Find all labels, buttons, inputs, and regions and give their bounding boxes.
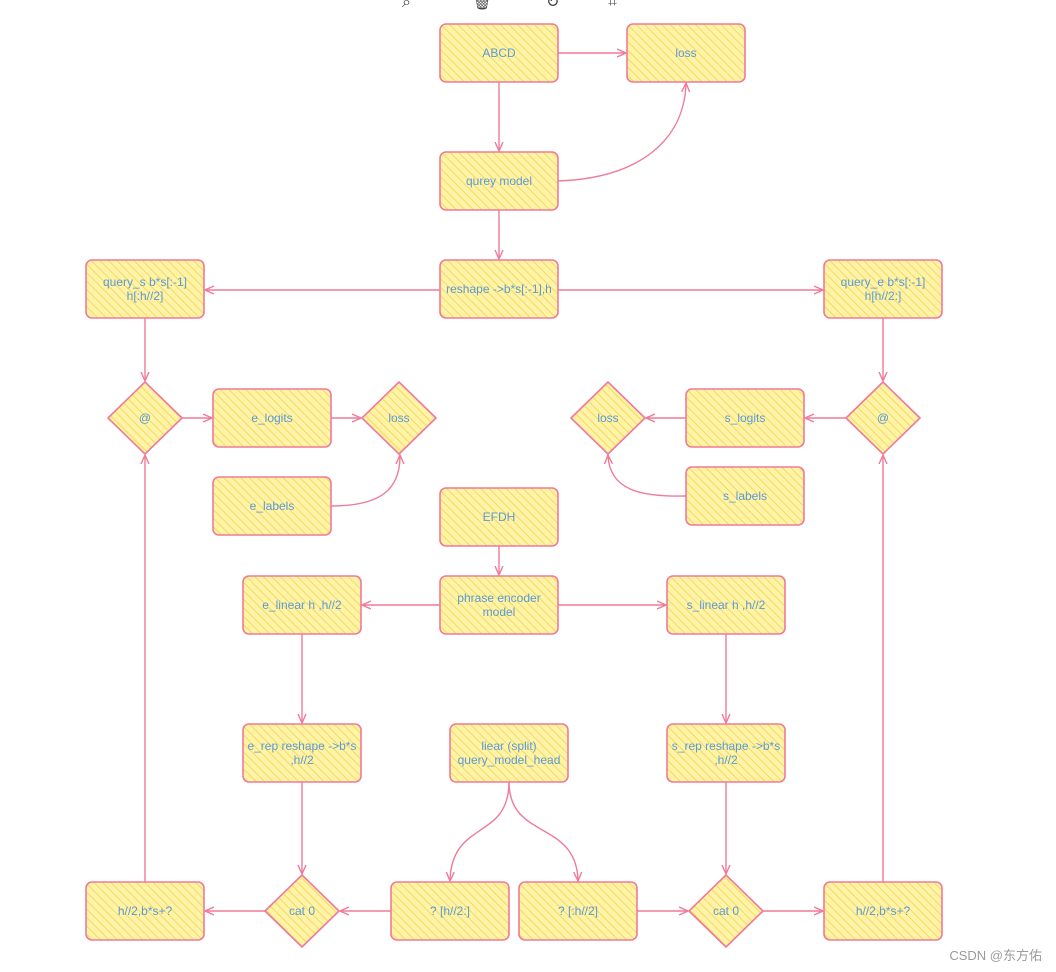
- node-e-logits[interactable]: e_logits: [212, 388, 332, 448]
- node-label: loss: [675, 46, 696, 60]
- node-out-right[interactable]: h//2,b*s+?: [823, 881, 943, 941]
- node-box: [439, 575, 559, 635]
- zoom-icon[interactable]: ⌕: [402, 0, 411, 11]
- node-box: [85, 881, 205, 941]
- node-label: ? [:h//2]: [558, 904, 598, 918]
- node-out-left[interactable]: h//2,b*s+?: [85, 881, 205, 941]
- image-toolbar: ⌕ 🗑 ↻ ⌗: [0, 0, 1056, 14]
- node-box: [685, 466, 805, 526]
- node-label: cat 0: [289, 904, 315, 918]
- node-box: [666, 723, 786, 783]
- node-label: query_e b*s[:-1]h[h//2:]: [841, 275, 926, 303]
- node-reshape[interactable]: reshape ->b*s[:-1],h: [439, 259, 559, 319]
- node-label: EFDH: [483, 510, 516, 524]
- node-label: query_s b*s[:-1]h[:h//2]: [103, 275, 187, 303]
- node-label: h//2,b*s+?: [856, 904, 911, 918]
- node-q-h2-start[interactable]: ? [:h//2]: [518, 881, 638, 941]
- node-label: s_labels: [723, 489, 767, 503]
- node-box: [626, 23, 746, 83]
- node-s-rep[interactable]: s_rep reshape ->b*s,h//2: [666, 723, 786, 783]
- node-label: liear (split)query_model_head: [458, 739, 561, 767]
- node-abcd[interactable]: ABCD: [439, 23, 559, 83]
- node-matmul-right[interactable]: @: [845, 381, 921, 455]
- node-diamond: [570, 381, 646, 455]
- node-query-e[interactable]: query_e b*s[:-1]h[h//2:]: [823, 259, 943, 319]
- node-box: [85, 259, 205, 319]
- node-efdh[interactable]: EFDH: [439, 487, 559, 547]
- node-label: e_rep reshape ->b*s,h//2: [247, 739, 356, 767]
- node-cat-left[interactable]: cat 0: [264, 874, 340, 948]
- node-cat-right[interactable]: cat 0: [688, 874, 764, 948]
- edge-s-labels-to-loss: [608, 456, 687, 497]
- node-label: reshape ->b*s[:-1],h: [446, 282, 552, 296]
- node-label: h//2,b*s+?: [118, 904, 173, 918]
- node-label: e_logits: [251, 411, 292, 425]
- node-s-labels[interactable]: s_labels: [685, 466, 805, 526]
- edges: [145, 53, 883, 911]
- node-label: loss: [388, 411, 409, 425]
- node-box: [518, 881, 638, 941]
- node-label: loss: [597, 411, 618, 425]
- edge-qurey-to-loss: [557, 84, 686, 182]
- node-query-s[interactable]: query_s b*s[:-1]h[:h//2]: [85, 259, 205, 319]
- edge-split-to-start: [508, 781, 578, 880]
- edge-split-to-end: [450, 781, 510, 880]
- rotate-icon[interactable]: ↻: [546, 0, 560, 11]
- watermark: CSDN @东方佑: [949, 948, 1042, 963]
- node-label: ABCD: [482, 46, 516, 60]
- node-label: s_logits: [725, 411, 766, 425]
- node-matmul-left[interactable]: @: [107, 381, 183, 455]
- node-diamond: [107, 381, 183, 455]
- node-loss-left[interactable]: loss: [361, 381, 437, 455]
- node-box: [242, 575, 362, 635]
- node-box: [666, 575, 786, 635]
- node-loss-right[interactable]: loss: [570, 381, 646, 455]
- node-box: [823, 881, 943, 941]
- node-diamond: [264, 874, 340, 948]
- node-box: [242, 723, 362, 783]
- node-label: @: [139, 411, 151, 425]
- node-e-rep[interactable]: e_rep reshape ->b*s,h//2: [242, 723, 362, 783]
- node-label: @: [877, 411, 889, 425]
- node-label: s_linear h ,h//2: [687, 598, 766, 612]
- node-label: e_labels: [250, 499, 295, 513]
- node-q-h2-end[interactable]: ? [h//2:]: [390, 881, 510, 941]
- node-diamond: [688, 874, 764, 948]
- node-diamond: [845, 381, 921, 455]
- node-box: [439, 487, 559, 547]
- node-box: [390, 881, 510, 941]
- node-e-linear[interactable]: e_linear h ,h//2: [242, 575, 362, 635]
- node-label: cat 0: [713, 904, 739, 918]
- node-liear-split[interactable]: liear (split)query_model_head: [449, 723, 569, 783]
- node-label: ? [h//2:]: [430, 904, 470, 918]
- node-box: [449, 723, 569, 783]
- nodes: ABCD loss qurey model reshape ->b*s[:-1],h q…: [85, 23, 943, 948]
- crop-icon[interactable]: ⌗: [608, 0, 618, 11]
- node-label: qurey model: [466, 174, 532, 188]
- node-box: [439, 259, 559, 319]
- node-e-labels[interactable]: e_labels: [212, 476, 332, 536]
- node-box: [439, 151, 559, 211]
- node-loss-top[interactable]: loss: [626, 23, 746, 83]
- node-label: e_linear h ,h//2: [262, 598, 342, 612]
- node-label: s_rep reshape ->b*s,h//2: [672, 739, 780, 767]
- node-diamond: [361, 381, 437, 455]
- node-s-logits[interactable]: s_logits: [685, 388, 805, 448]
- edge-e-labels-to-loss: [330, 456, 400, 507]
- node-qurey-model[interactable]: qurey model: [439, 151, 559, 211]
- node-box: [439, 23, 559, 83]
- node-box: [212, 476, 332, 536]
- node-s-linear[interactable]: s_linear h ,h//2: [666, 575, 786, 635]
- trash-icon[interactable]: 🗑: [472, 0, 493, 11]
- node-box: [212, 388, 332, 448]
- node-box: [823, 259, 943, 319]
- node-box: [685, 388, 805, 448]
